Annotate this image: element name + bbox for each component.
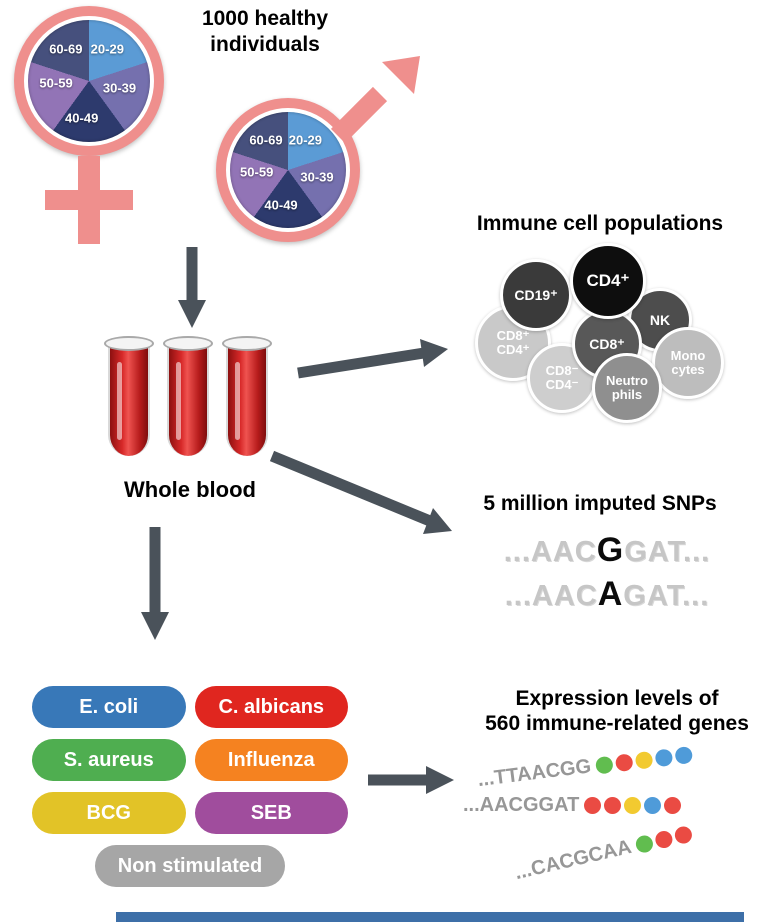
test-tube-shine (117, 362, 122, 440)
expression-dots (584, 797, 682, 814)
expression-dot (594, 755, 614, 775)
read-sequence: ...TTAACGG (476, 755, 593, 792)
expression-title: Expression levels of 560 immune-related … (485, 687, 749, 736)
age-label: 20-29 (90, 41, 124, 57)
test-tube-blood (108, 344, 150, 456)
stimulation-conditions: E. coli C. albicans S. aureus Influenza … (32, 686, 348, 898)
expression-dot (604, 797, 622, 814)
male-circle: 20-29 30-39 40-49 50-59 60-69 (216, 98, 360, 242)
stimulation-row: BCG SEB (32, 792, 348, 834)
snp-sequence-a-allele: ...AACAGAT... (462, 572, 752, 616)
test-tube-blood (167, 344, 209, 456)
expression-dot (654, 748, 674, 768)
age-label: 50-59 (240, 164, 274, 180)
expression-dot (624, 797, 642, 814)
stimulation-row: E. coli C. albicans (32, 686, 348, 728)
stimulation-row: Non stimulated (32, 845, 348, 887)
expression-dots (594, 745, 694, 775)
snp-allele-g: G (596, 531, 625, 569)
age-label: 40-49 (65, 110, 99, 126)
expression-dot (634, 833, 655, 855)
cohort-title: 1000 healthy individuals (201, 7, 329, 57)
expression-dot (614, 753, 634, 773)
immune-cells-title: Immune cell populations (476, 212, 724, 235)
stimulus-s-aureus: S. aureus (32, 739, 186, 781)
test-tube-rim (163, 336, 213, 351)
cell-cd4pos: CD4⁺ (570, 243, 646, 319)
seq-suffix: GAT... (624, 536, 711, 568)
snps-title: 5 million imputed SNPs (483, 492, 717, 515)
stimulus-influenza: Influenza (194, 739, 348, 781)
age-label: 60-69 (249, 132, 283, 148)
sequence-read: ...TTAACGG (476, 743, 694, 792)
female-age-pie-chart: 20-29 30-39 40-49 50-59 60-69 (28, 20, 150, 142)
blood-tubes (104, 336, 308, 466)
male-symbol-arrow (330, 56, 420, 144)
stimulus-e-coli: E. coli (32, 686, 186, 728)
age-label: 60-69 (49, 41, 83, 57)
stimulus-c-albicans: C. albicans (194, 686, 348, 728)
expression-dot (653, 829, 674, 850)
seq-prefix: ...AAC (504, 580, 598, 613)
stimulation-row: S. aureus Influenza (32, 739, 348, 781)
cell-cd19pos: CD19⁺ (500, 259, 572, 331)
age-label: 50-59 (39, 75, 73, 91)
arrow-blood-to-cells (297, 339, 448, 379)
seq-prefix: ...AAC (503, 536, 597, 568)
test-tube (163, 336, 213, 462)
arrow-individuals-to-blood (178, 247, 206, 328)
expression-dot (664, 797, 682, 814)
cell-monocytes: Mono cytes (652, 327, 724, 399)
test-tube-rim (222, 336, 272, 351)
male-symbol: 20-29 30-39 40-49 50-59 60-69 (216, 56, 446, 248)
expression-dot (644, 797, 662, 814)
age-label: 40-49 (264, 197, 298, 213)
seq-suffix: GAT... (623, 580, 710, 613)
expression-dots (634, 824, 694, 855)
read-sequence: ...AACGGAT (463, 794, 580, 816)
female-circle: 20-29 30-39 40-49 50-59 60-69 (14, 6, 164, 156)
test-tube-shine (235, 362, 240, 440)
age-label: 30-39 (102, 80, 137, 96)
snp-sequence-g-allele: ...AACGGAT... (462, 528, 752, 572)
stimulus-seb: SEB (194, 792, 348, 834)
whole-blood-label: Whole blood (124, 477, 256, 502)
expression-dot (584, 797, 602, 814)
gene-expression-reads: ...TTAACGG ...AACGGAT ...CACGCAA (455, 742, 771, 912)
expression-dot (634, 750, 654, 770)
male-age-pie-chart: 20-29 30-39 40-49 50-59 60-69 (230, 112, 346, 228)
arrow-blood-to-stimulations (141, 527, 169, 640)
sequence-read: ...CACGCAA (513, 822, 694, 885)
snp-allele-a: A (597, 575, 624, 614)
test-tube-rim (104, 336, 154, 351)
cell-neutrophils: Neutro phils (592, 353, 662, 423)
stimulus-non-stimulated: Non stimulated (95, 845, 285, 887)
arrow-blood-to-snps (269, 450, 452, 534)
expression-dot (674, 745, 694, 765)
test-tube-shine (176, 362, 181, 440)
arrow-stimulations-to-expression (368, 766, 454, 794)
sequence-read: ...AACGGAT (463, 794, 682, 817)
age-label: 30-39 (300, 169, 334, 185)
test-tube-blood (226, 344, 268, 456)
test-tube (104, 336, 154, 462)
female-symbol: 20-29 30-39 40-49 50-59 60-69 (14, 6, 174, 246)
stimulus-bcg: BCG (32, 792, 186, 834)
read-sequence: ...CACGCAA (512, 835, 634, 885)
immune-cell-cluster: CD8⁺ CD4⁺ CD19⁺ NK Mono cytes CD8⁻ CD4⁻ … (470, 243, 760, 438)
snp-sequences: ...AACGGAT... ...AACAGAT... (462, 528, 752, 616)
age-label: 20-29 (288, 132, 323, 148)
cropped-blue-banner (116, 912, 744, 922)
test-tube (222, 336, 272, 462)
expression-dot (673, 824, 694, 846)
female-symbol-crossbar (45, 190, 133, 210)
